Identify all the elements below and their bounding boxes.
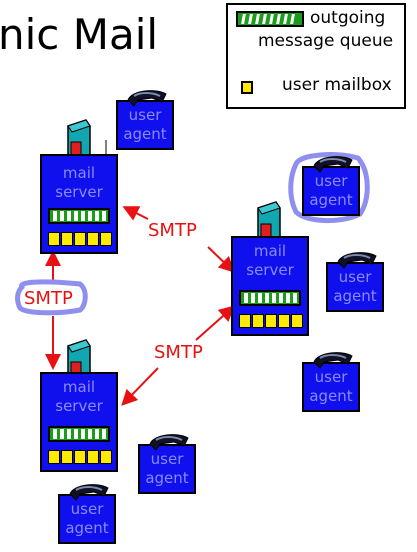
phone-icon	[127, 90, 167, 107]
agent-label-line-2: agent	[309, 191, 353, 209]
agent-label-line-2: agent	[333, 287, 377, 305]
arrow-bottom-to-right-b	[121, 367, 159, 406]
message-queue-icon	[48, 426, 110, 442]
phone-icon	[313, 156, 353, 173]
server-tower-3-icon	[257, 201, 281, 245]
user-mailboxes	[48, 232, 114, 246]
user-agent-2: user agent	[302, 156, 360, 216]
server-label-line-2: server	[246, 261, 294, 279]
phone-icon	[337, 252, 377, 269]
agent-label-line-1: user	[314, 172, 348, 190]
server-tower-2-icon	[67, 339, 91, 383]
arrow-top-to-right-b	[207, 246, 235, 273]
message-queue-icon	[239, 290, 301, 306]
smtp-label-left: SMTP	[24, 288, 73, 309]
arrow-bottom-to-right-a	[195, 305, 235, 341]
legend-queue-label-1: outgoing	[310, 8, 386, 28]
phone-icon	[313, 352, 353, 369]
page-title: nic Mail	[0, 10, 159, 59]
agent-label-line-1: user	[314, 368, 348, 386]
legend-mailbox-label: user mailbox	[282, 75, 392, 95]
user-mailboxes	[239, 314, 305, 328]
agent-label-line-1: user	[150, 450, 184, 468]
user-agent-1: user agent	[116, 90, 174, 150]
mail-server-1: mail server	[40, 154, 118, 254]
server-label-line-1: mail	[253, 242, 287, 260]
agent-highlight	[288, 152, 370, 224]
legend-mailbox-icon	[241, 81, 253, 94]
agent-label-line-1: user	[128, 106, 162, 124]
legend-queue-icon	[236, 11, 304, 27]
agent-label-line-2: agent	[65, 519, 109, 537]
legend: outgoing message queue user mailbox	[226, 3, 406, 109]
smtp-label-bottom: SMTP	[154, 342, 203, 363]
message-queue-icon	[48, 208, 110, 224]
mail-server-3: mail server	[231, 236, 309, 336]
legend-queue-label-2: message queue	[258, 31, 394, 51]
server-label-line-1: mail	[62, 378, 96, 396]
user-agent-3: user agent	[326, 252, 384, 312]
smtp-label-top: SMTP	[148, 220, 197, 241]
agent-label-line-2: agent	[309, 387, 353, 405]
user-agent-4: user agent	[302, 352, 360, 412]
arrow-top-to-right-a	[122, 206, 149, 221]
user-agent-5: user agent	[138, 434, 196, 494]
server-tower-1-icon	[67, 119, 91, 163]
agent-label-line-1: user	[338, 268, 372, 286]
agent-label-line-2: agent	[123, 125, 167, 143]
agent-label-line-1: user	[70, 500, 104, 518]
server-label-line-2: server	[55, 397, 103, 415]
server-label-line-2: server	[55, 183, 103, 201]
phone-icon	[69, 484, 109, 501]
agent-label-line-2: agent	[145, 469, 189, 487]
phone-icon	[149, 434, 189, 451]
server-label-line-1: mail	[62, 164, 96, 182]
user-mailboxes	[48, 450, 114, 464]
smtp-highlight	[15, 279, 88, 316]
user-agent-6: user agent	[58, 484, 116, 544]
mail-server-2: mail server	[40, 372, 118, 472]
